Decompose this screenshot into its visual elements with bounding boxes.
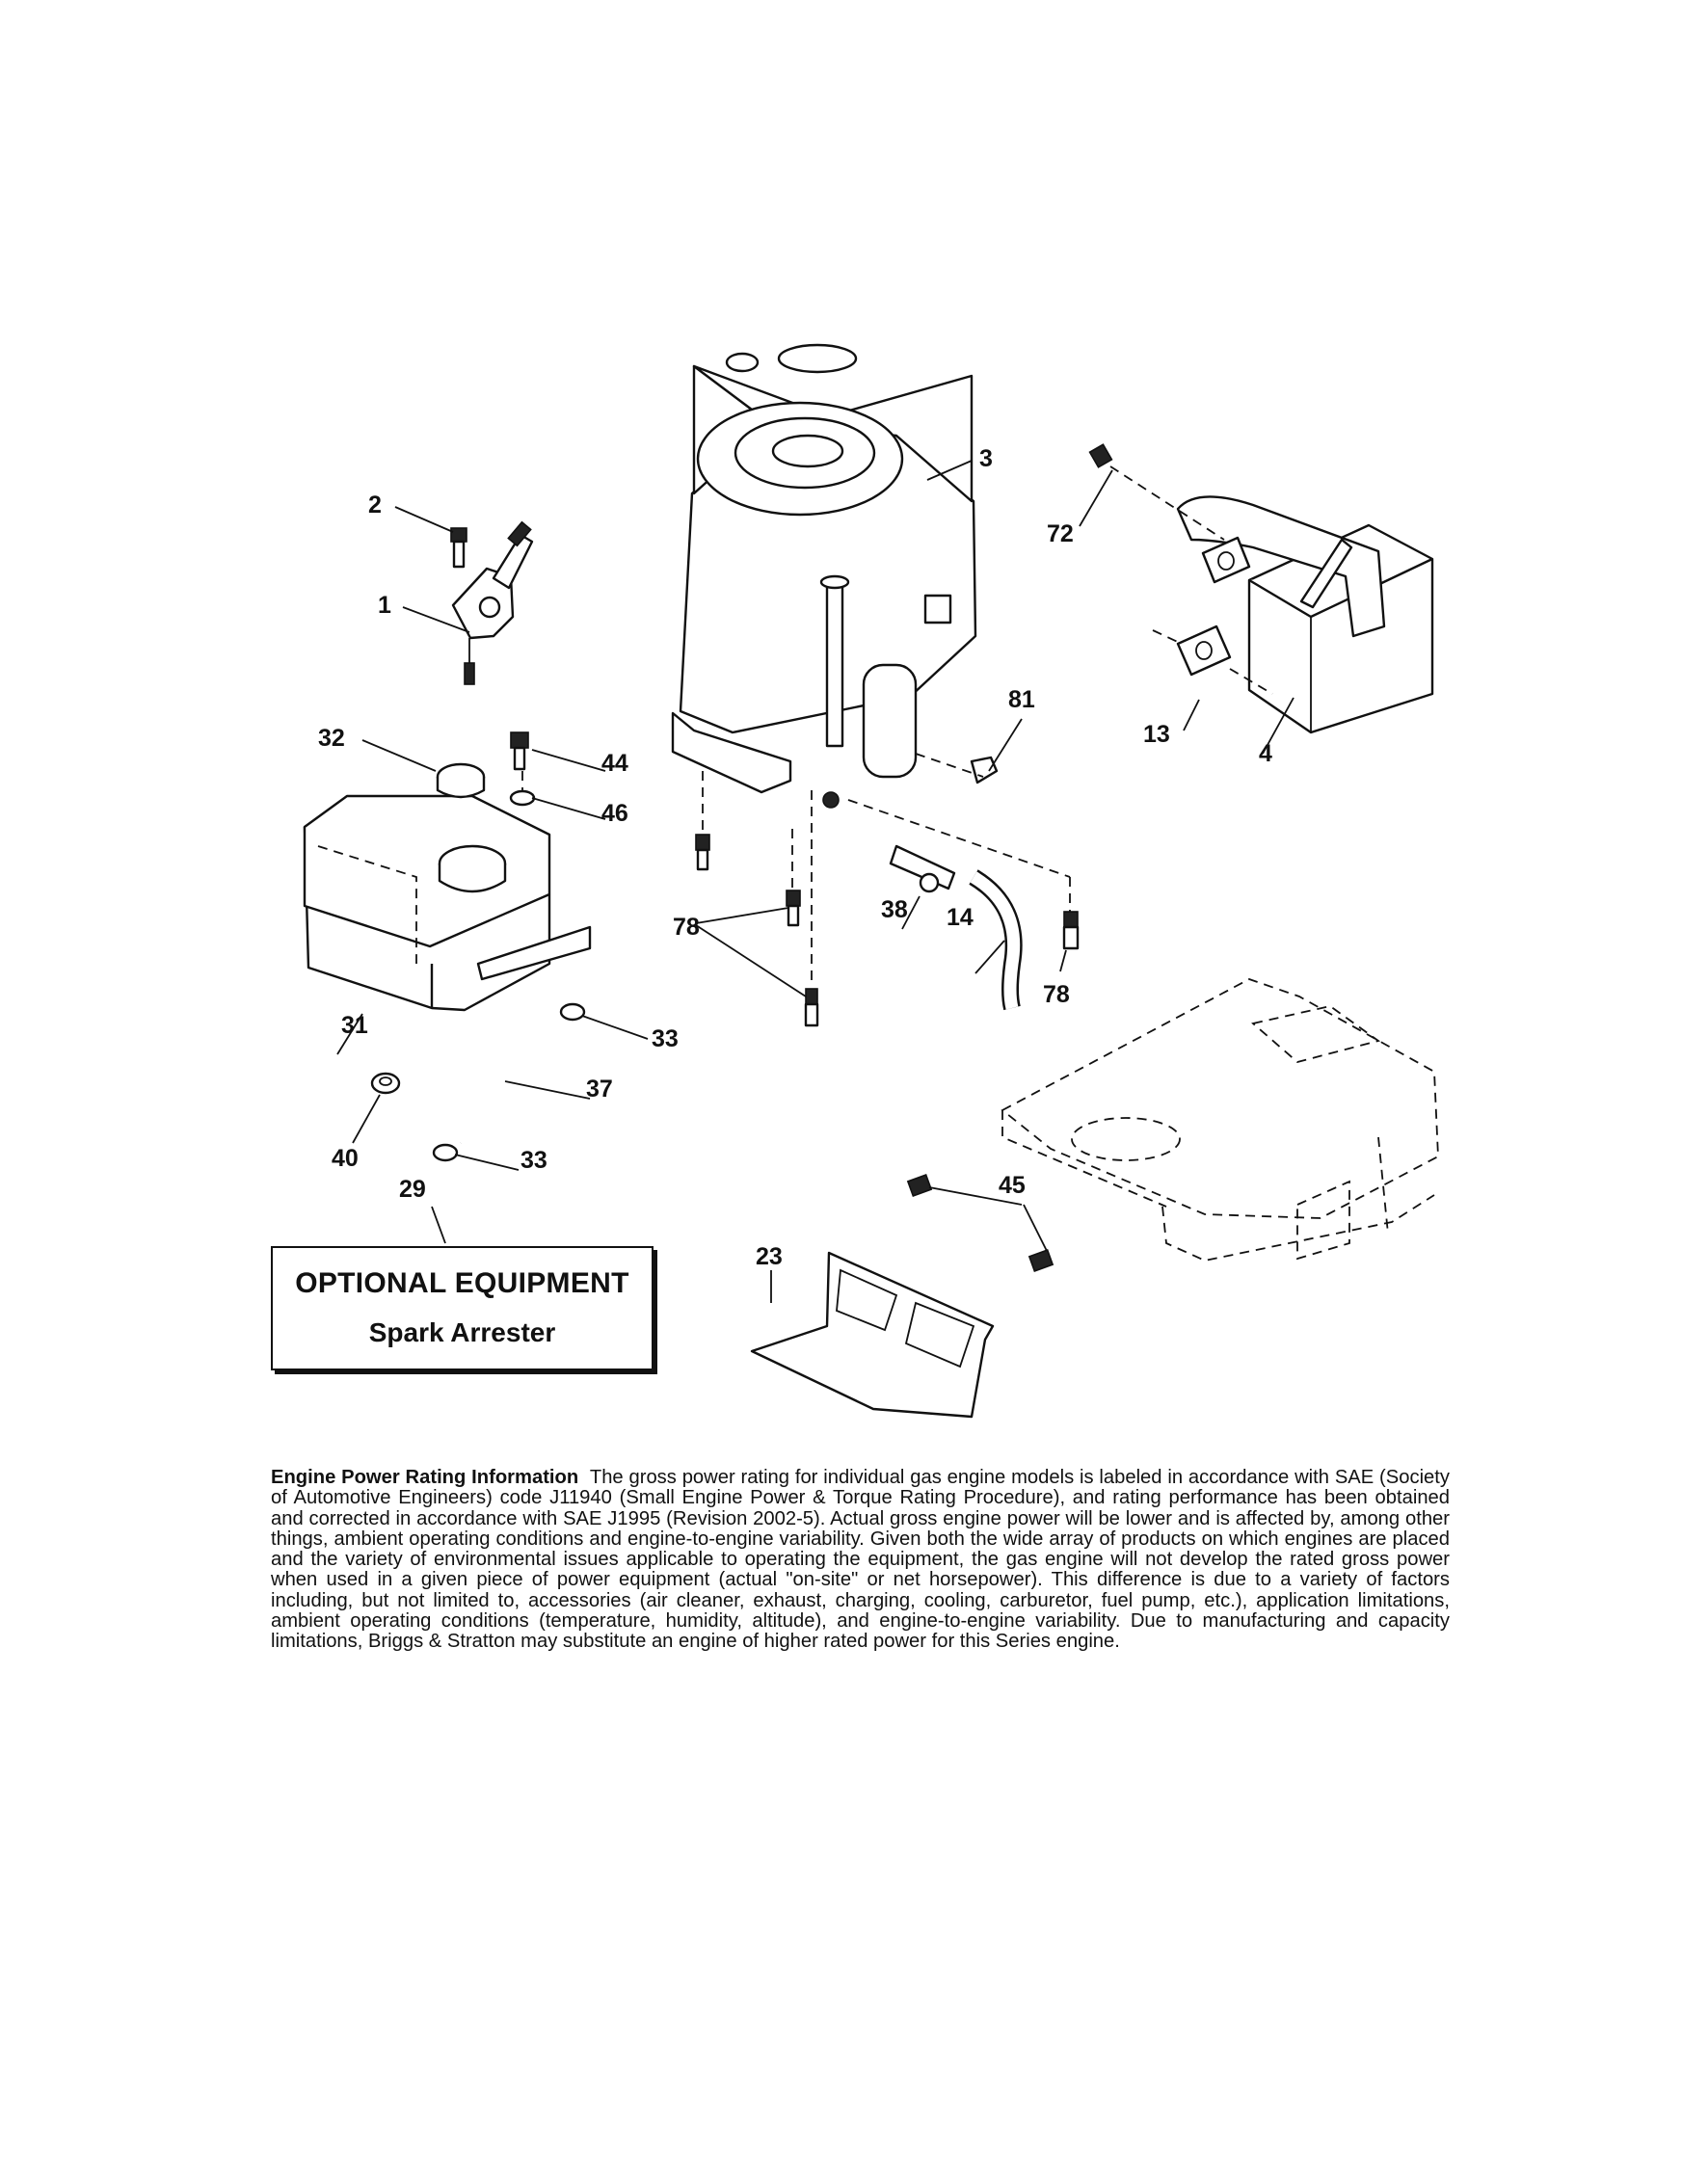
callout-13: 13 — [1143, 721, 1170, 748]
callout-3: 3 — [979, 445, 993, 472]
callout-38: 38 — [881, 896, 908, 923]
callout-45: 45 — [999, 1172, 1026, 1199]
throttle-control-part — [450, 520, 534, 685]
callout-14: 14 — [947, 904, 974, 931]
fuel-tank-part — [303, 731, 592, 1012]
callout-29: 29 — [399, 1176, 426, 1203]
fuel-line-part — [370, 1002, 586, 1162]
optional-equipment-box: OPTIONAL EQUIPMENT Spark Arrester — [271, 1246, 654, 1370]
muffler-part — [1088, 443, 1434, 734]
callout-33b: 33 — [520, 1147, 547, 1174]
frame-part — [1001, 978, 1439, 1262]
spark-arrester-label: Spark Arrester — [368, 1317, 556, 1347]
parts-diagram: 2 1 3 72 13 4 81 32 44 46 31 33 37 33 40… — [303, 343, 1439, 1419]
callout-2: 2 — [368, 492, 382, 518]
callout-4: 4 — [1259, 740, 1272, 767]
power-info-body: The gross power rating for individual ga… — [271, 1467, 1450, 1653]
callout-78a: 78 — [673, 914, 700, 941]
callout-78b: 78 — [1043, 981, 1070, 1008]
callout-33a: 33 — [652, 1025, 679, 1052]
assembly-lines — [521, 465, 1273, 987]
callout-44: 44 — [601, 750, 628, 777]
callout-37: 37 — [586, 1076, 613, 1103]
power-info-heading: Engine Power Rating Information — [271, 1467, 579, 1488]
callout-1: 1 — [378, 592, 391, 619]
callout-32: 32 — [318, 725, 345, 752]
optional-equipment-title: OPTIONAL EQUIPMENT — [295, 1267, 629, 1299]
callout-labels: 2 1 3 72 13 4 81 32 44 46 31 33 37 33 40… — [318, 445, 1272, 1270]
callout-72: 72 — [1047, 520, 1074, 547]
fuel-filter-part — [695, 756, 1080, 1027]
callout-40: 40 — [332, 1145, 359, 1172]
callout-81: 81 — [1008, 686, 1035, 713]
callout-31: 31 — [341, 1012, 368, 1039]
engine-power-rating-paragraph: Engine Power Rating Information The gros… — [271, 1467, 1450, 1653]
heat-shield-part — [750, 1174, 1054, 1419]
engine-part — [671, 343, 977, 809]
callout-46: 46 — [601, 800, 628, 827]
leader-lines — [336, 460, 1294, 1303]
callout-23: 23 — [756, 1243, 783, 1270]
